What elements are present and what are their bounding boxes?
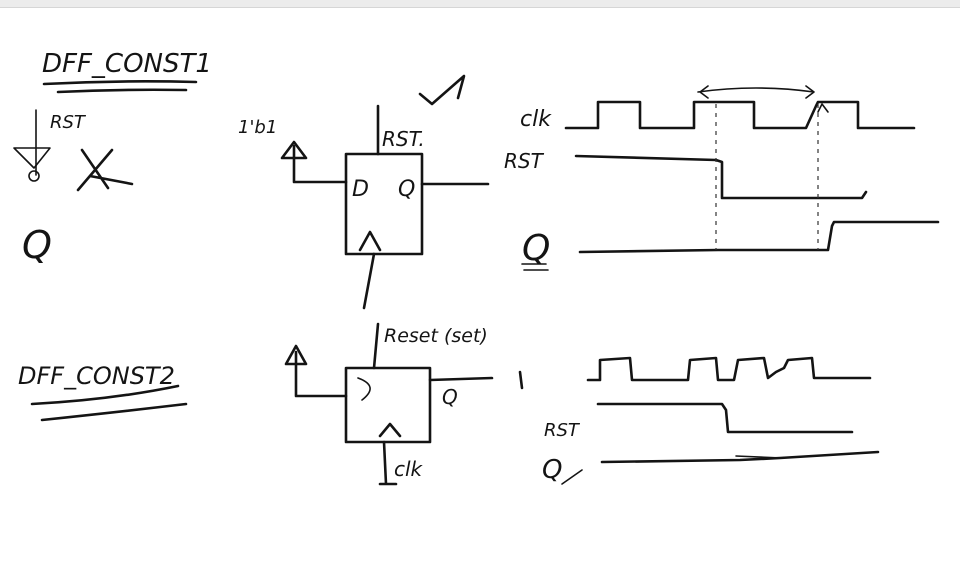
clk-wave-label: clk	[520, 107, 552, 132]
cross-mark	[76, 148, 134, 192]
clock-triangle-1	[358, 230, 382, 252]
rst-wave2-label: RST	[544, 420, 581, 441]
clk-input-wire-2	[378, 440, 398, 486]
up-arrow-icon	[280, 140, 308, 160]
q-pin2-label: Q	[442, 385, 458, 409]
rst-wave-label: RST	[504, 149, 545, 173]
period-arrow	[697, 85, 815, 99]
title-dff-const2: DFF_CONST2	[18, 362, 175, 390]
check-mark	[418, 74, 466, 106]
flipflop-box-1	[344, 152, 424, 256]
title-underline-1a	[42, 80, 198, 86]
title-underline-1b	[56, 88, 188, 94]
d-pin-label: D	[352, 177, 369, 202]
up-arrow-icon-2	[284, 344, 308, 366]
q-wave2-label: Q	[542, 455, 562, 485]
rst-left-label: RST	[50, 112, 87, 133]
title-dff-const1: DFF_CONST1	[42, 49, 212, 79]
one-b1-label: 1'b1	[238, 117, 277, 138]
clock-triangle-2	[378, 422, 402, 438]
reset-input-wire-2	[372, 322, 380, 370]
q-wave2-stroke	[561, 469, 583, 485]
rst-waveform-2	[596, 402, 854, 434]
title-underline-2a	[30, 384, 180, 406]
rising-edge-arrow	[817, 103, 829, 113]
d-pin-curve-2	[357, 377, 371, 401]
one-wire-2	[294, 350, 348, 398]
clk-waveform-2	[586, 356, 872, 382]
tick-mark	[518, 370, 524, 390]
buffer-bubble	[28, 170, 40, 182]
flipflop-box-2	[344, 366, 432, 444]
q-waveform-2-overlap	[735, 455, 783, 459]
window-top-bar	[0, 0, 960, 8]
rst-waveform-1	[574, 154, 868, 200]
q-left-label: Q	[22, 223, 52, 267]
q-waveform-1	[578, 220, 940, 254]
clk-waveform-1	[564, 100, 916, 130]
q-pin-label: Q	[398, 177, 415, 202]
clk-bottom-label: clk	[394, 457, 424, 481]
q-wave-label: Q	[522, 228, 550, 269]
q-wave-underline	[521, 263, 549, 271]
title-underline-2b	[40, 402, 188, 422]
clk-input-wire-1	[362, 252, 376, 310]
q-output-wire-2	[428, 376, 494, 382]
q-waveform-2	[600, 450, 880, 464]
reset-set-label: Reset (set)	[384, 325, 488, 347]
buffer-symbol	[13, 147, 51, 169]
rst-top-label: RST.	[382, 127, 425, 151]
